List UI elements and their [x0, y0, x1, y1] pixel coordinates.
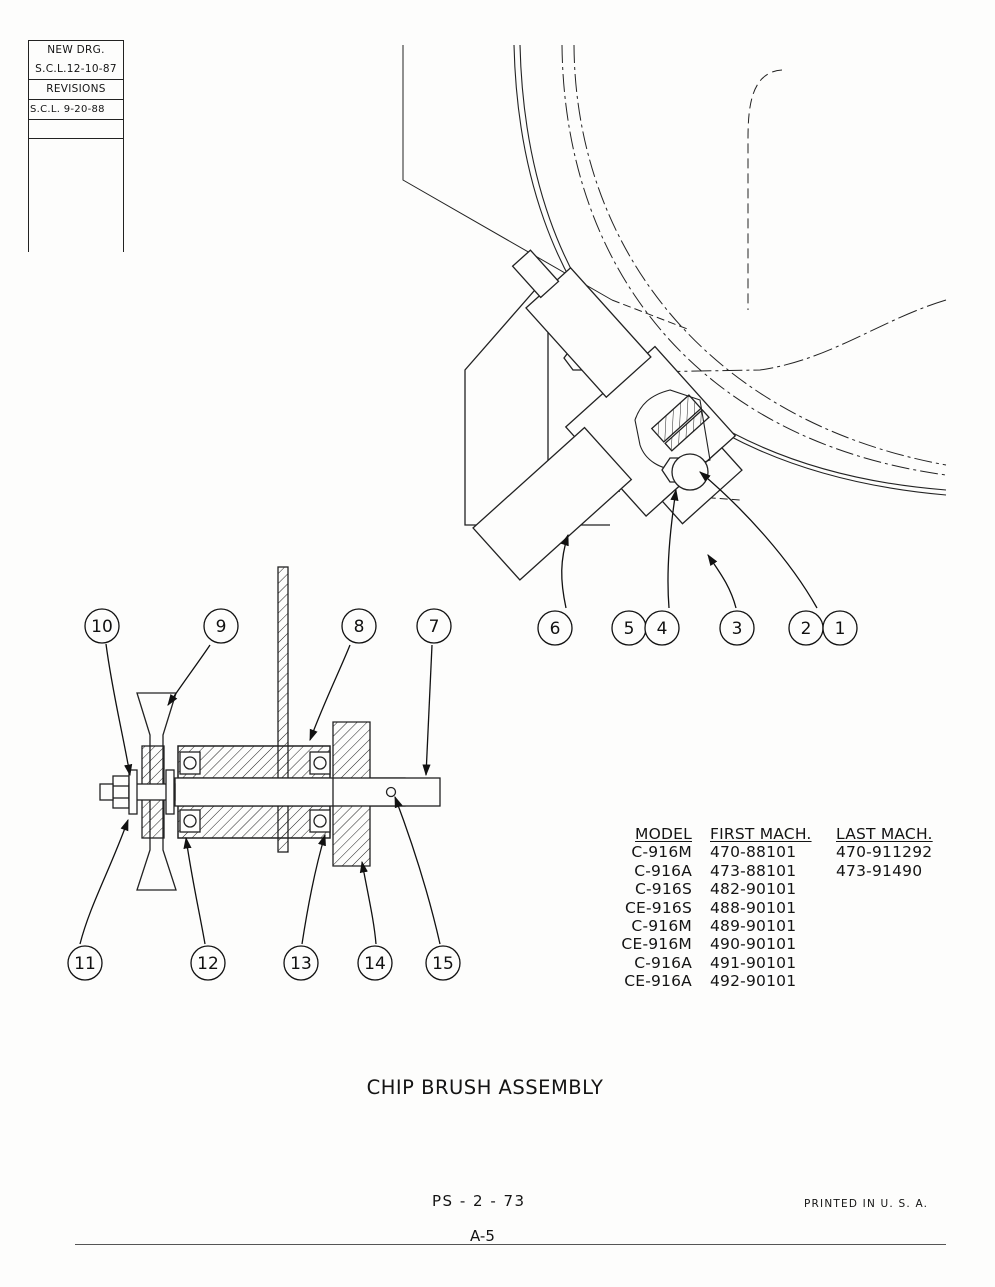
lower-leaders: [79, 643, 441, 945]
header-last-mach: LAST MACH.: [836, 825, 933, 843]
first-mach-cell: 488-90101: [710, 898, 797, 917]
last-mach-cell: [822, 880, 933, 898]
revision-block: NEW DRG. S.C.L.12-10-87 REVISIONS S.C.L.…: [28, 40, 124, 252]
model-table-header: MODEL FIRST MACH. LAST MACH.: [606, 825, 933, 843]
callout-8: 8: [354, 617, 365, 637]
table-row: C-916M 470-88101 470-911292: [606, 843, 933, 861]
page-number: A-5: [470, 1227, 495, 1245]
revision-ref: S.C.L. 9-20-88: [29, 99, 123, 119]
last-mach-cell: [822, 899, 933, 917]
printed-note: PRINTED IN U. S. A.: [804, 1198, 929, 1210]
table-row: CE-916A 492-90101: [606, 972, 933, 990]
first-mach-cell: 473-88101: [710, 861, 797, 880]
last-mach-cell: 470-911292: [836, 843, 933, 862]
model-cell: C-916S: [634, 880, 692, 899]
bottom-rule: [75, 1244, 946, 1245]
header-model: MODEL: [635, 825, 692, 843]
revisions-label: REVISIONS: [29, 79, 123, 99]
upper-leaders: [560, 471, 818, 609]
first-mach-cell: 489-90101: [710, 917, 797, 936]
mounted-view: [402, 44, 947, 581]
callout-7: 7: [429, 617, 440, 637]
section-view: [99, 566, 441, 891]
first-mach-cell: 482-90101: [710, 880, 797, 899]
new-drawing-ref: S.C.L.12-10-87: [35, 63, 117, 75]
revision-empty-row: [29, 138, 123, 139]
table-row: C-916A 473-88101 473-91490: [606, 862, 933, 880]
last-mach-cell: [822, 935, 933, 953]
callout-9: 9: [216, 617, 227, 637]
drawing-number: PS - 2 - 73: [432, 1192, 526, 1210]
callout-14: 14: [364, 954, 386, 974]
first-mach-cell: 491-90101: [710, 953, 797, 972]
first-mach-cell: 470-88101: [710, 843, 797, 862]
callout-2: 2: [801, 619, 812, 639]
first-mach-cell: 492-90101: [710, 972, 797, 991]
table-row: C-916M 489-90101: [606, 917, 933, 935]
table-row: C-916A 491-90101: [606, 954, 933, 972]
model-cell: C-916A: [634, 953, 692, 972]
revision-row-rule: [29, 119, 123, 120]
callout-4: 4: [657, 619, 668, 639]
callout-15: 15: [432, 954, 454, 974]
model-cell: CE-916S: [624, 898, 692, 917]
new-drawing-label: NEW DRG.: [29, 40, 123, 60]
lower-callouts: [67, 608, 461, 981]
model-cell: CE-916A: [624, 972, 692, 991]
callout-12: 12: [197, 954, 219, 974]
callout-6: 6: [550, 619, 561, 639]
header-first-mach: FIRST MACH.: [710, 825, 812, 843]
callout-5: 5: [624, 619, 635, 639]
model-table: MODEL FIRST MACH. LAST MACH. C-916M 470-…: [606, 825, 933, 991]
table-row: CE-916S 488-90101: [606, 899, 933, 917]
upper-callouts: [537, 610, 858, 646]
callout-3: 3: [732, 619, 743, 639]
callout-10: 10: [91, 617, 113, 637]
last-mach-cell: [822, 917, 933, 935]
callout-1: 1: [835, 619, 846, 639]
first-mach-cell: 490-90101: [710, 935, 797, 954]
assembly-title: CHIP BRUSH ASSEMBLY: [366, 1076, 604, 1099]
callout-11: 11: [74, 954, 96, 974]
last-mach-cell: 473-91490: [836, 861, 923, 880]
last-mach-cell: [822, 972, 933, 990]
model-cell: C-916A: [634, 861, 692, 880]
model-cell: C-916M: [631, 917, 692, 936]
model-cell: C-916M: [631, 843, 692, 862]
table-row: CE-916M 490-90101: [606, 935, 933, 953]
last-mach-cell: [822, 954, 933, 972]
callout-13: 13: [290, 954, 312, 974]
model-cell: CE-916M: [621, 935, 692, 954]
table-row: C-916S 482-90101: [606, 880, 933, 898]
